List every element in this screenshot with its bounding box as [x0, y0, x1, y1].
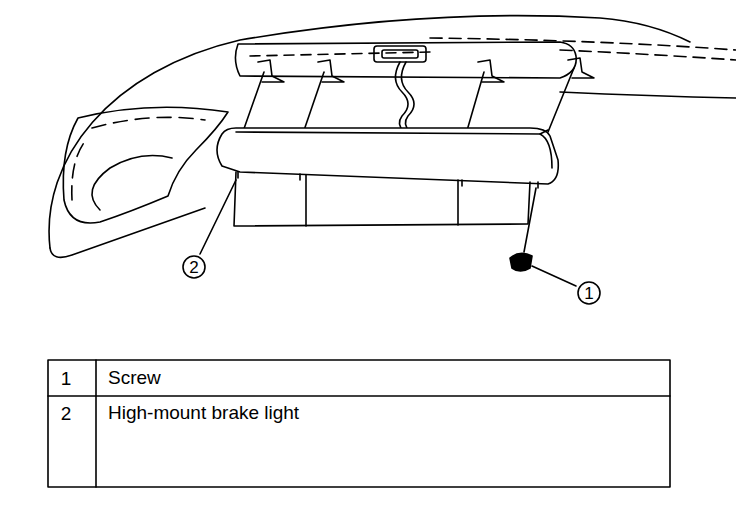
- callout-number: 2: [189, 259, 198, 276]
- leader-line: [200, 180, 236, 254]
- mount-dash: [250, 52, 430, 56]
- table-border: [48, 360, 670, 487]
- table-cell: High-mount brake light: [108, 403, 299, 422]
- callout-circle: [183, 256, 205, 278]
- trunk-edge: [50, 208, 205, 257]
- mount-recess: [235, 42, 576, 78]
- stud: [238, 172, 538, 188]
- table-rule: [48, 395, 670, 397]
- trunk-outline: [49, 16, 690, 248]
- table-cell: 2: [61, 404, 72, 423]
- guide-line: [548, 68, 574, 132]
- guide-line: [466, 72, 484, 134]
- table-cell: 1: [61, 369, 72, 388]
- lens-divider: [305, 175, 307, 226]
- brake-light-lens: [234, 172, 530, 226]
- harness-connector: [382, 50, 418, 58]
- tail-light-dash: [92, 117, 205, 128]
- table-cell: Screw: [108, 368, 161, 387]
- callout-number: 1: [584, 285, 593, 302]
- body-dash: [430, 38, 736, 50]
- lens-divider: [457, 180, 459, 225]
- leader-line: [532, 266, 576, 286]
- brake-light-edge: [236, 132, 552, 168]
- body-dash: [560, 50, 736, 60]
- tail-light-inner: [92, 156, 172, 210]
- harness-connector: [374, 46, 426, 62]
- callout-circle: [578, 282, 600, 304]
- screw: [510, 253, 532, 271]
- brake-light: [217, 128, 558, 184]
- rear-panel-line: [560, 92, 736, 98]
- tail-light-recess: [63, 107, 228, 223]
- table-rule: [95, 360, 97, 487]
- wire: [401, 62, 414, 132]
- guide-line: [524, 188, 536, 252]
- brake-light-edge: [540, 130, 548, 134]
- tail-light-dash: [72, 140, 86, 200]
